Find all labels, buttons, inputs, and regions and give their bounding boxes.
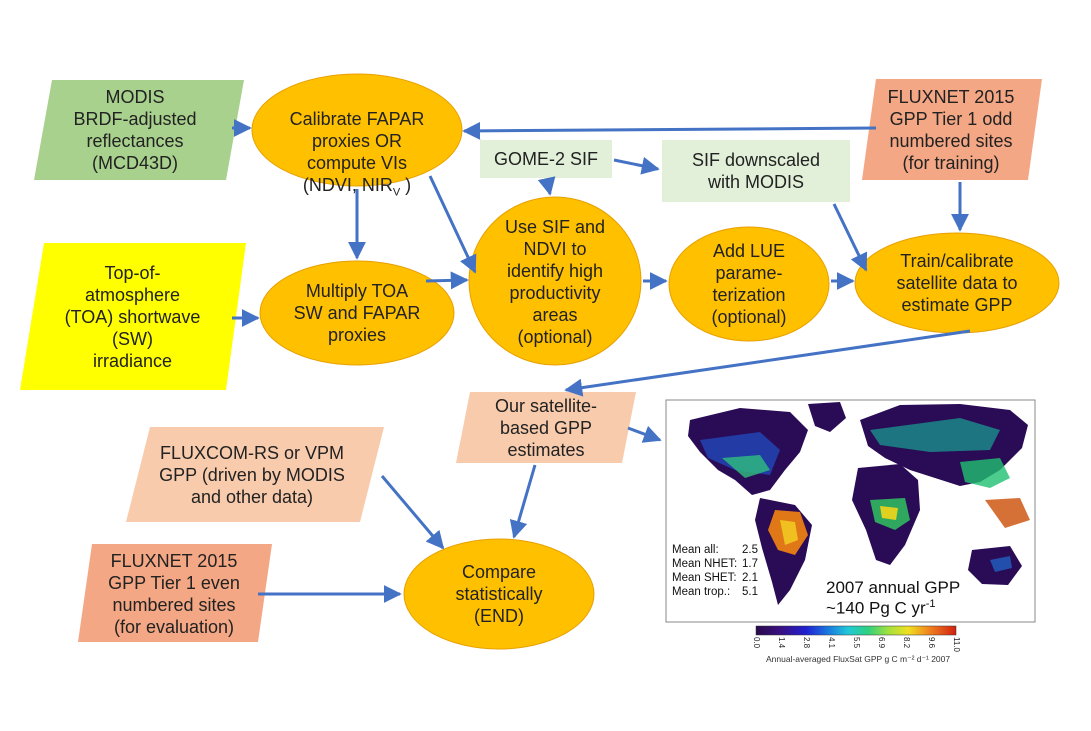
map-caption-line2-text: ~140 Pg C yr: [826, 598, 926, 618]
add-lue-ellipse: [668, 226, 830, 342]
map-stat-nhet-value: 1.7: [742, 558, 758, 570]
fluxnet-even-label: FLUXNET 2015 GPP Tier 1 even numbered si…: [108, 550, 240, 637]
colorbar-tick-label: 4.1: [827, 637, 836, 649]
compare-label: Compare statistically (END): [455, 562, 543, 626]
sif-downscaled-box: [662, 140, 850, 202]
map-stat-shet-value: 2.1: [742, 572, 758, 584]
map-stat-nhet-label: Mean NHET:: [672, 558, 738, 570]
gome2-label: GOME-2 SIF: [493, 149, 598, 169]
arrow-train-to-estimates: [564, 329, 971, 397]
our-estimates-label: Our satellite- based GPP estimates: [494, 395, 598, 460]
colorbar-tick-label: 5.5: [852, 637, 861, 649]
fluxnet-odd-box: [862, 79, 1042, 180]
arrow-fluxcom-to-compare: [380, 475, 445, 550]
calibrate-fapar-end: ): [400, 175, 412, 195]
toa-box: [20, 243, 246, 390]
arrow-gome2-to-usesif: [537, 176, 556, 196]
calibrate-fapar-ellipse: [251, 73, 463, 187]
colorbar-tick-label: 0.0: [752, 637, 761, 649]
colorbar-tick-label: 11.0: [952, 637, 961, 652]
colorbar-tick-label: 8.2: [902, 637, 911, 649]
gpp-map: [665, 399, 1036, 636]
use-sif-label: Use SIF and NDVI to identify high produc…: [504, 217, 606, 347]
calibrate-fapar-text: Calibrate FAPAR proxies OR compute VIs (…: [289, 109, 425, 195]
fluxcom-label: FLUXCOM-RS or VPM GPP (driven by MODIS a…: [159, 443, 345, 507]
map-stat-shet-label: Mean SHET:: [672, 572, 737, 584]
compare-ellipse: [403, 538, 595, 650]
colorbar-tick-label: 9.6: [927, 637, 936, 649]
gome2-box: [480, 140, 612, 178]
map-caption-line2-sup: -1: [925, 598, 936, 610]
fluxcom-box: [126, 427, 384, 522]
colorbar-title: Annual-averaged FluxSat GPP g C m⁻² d⁻¹ …: [766, 654, 951, 664]
arrow-fluxnet-to-calibrate: [462, 121, 877, 140]
arrow-multiply-to-usesif: [425, 271, 469, 290]
our-estimates-box: [456, 392, 636, 463]
map-stat-mean-all-label: Mean all:: [672, 544, 719, 556]
map-stat-trop-label: Mean trop.:: [672, 586, 731, 598]
arrow-estimates-to-map: [627, 425, 662, 443]
add-lue-label: Add LUE parame- terization (optional): [711, 241, 787, 327]
toa-label: Top-of- atmosphere (TOA) shortwave (SW) …: [64, 263, 201, 371]
colorbar-tick-label: 1.4: [777, 637, 786, 649]
arrow-gome2-to-sif-downscaled: [613, 156, 660, 175]
fluxnet-even-box: [78, 544, 272, 642]
colorbar-tick-label: 2.8: [802, 637, 811, 649]
modis-box: [34, 80, 244, 180]
map-stat-mean-all-value: 2.5: [742, 544, 758, 556]
modis-label: MODIS BRDF-adjusted reflectances (MCD43D…: [73, 87, 197, 173]
train-label: Train/calibrate satellite data to estima…: [896, 251, 1018, 315]
arrow-estimates-to-compare: [509, 464, 537, 539]
sif-downscaled-label: SIF downscaled with MODIS: [691, 150, 821, 192]
multiply-ellipse: [259, 260, 455, 366]
arrow-calibrate-to-usesif: [428, 175, 477, 274]
fluxnet-odd-label: FLUXNET 2015 GPP Tier 1 odd numbered sit…: [887, 87, 1015, 173]
arrow-sif-downscaled-to-train: [832, 203, 868, 272]
map-caption-line1: 2007 annual GPP: [826, 578, 961, 597]
map-stat-trop-value: 5.1: [742, 586, 758, 598]
multiply-label: Multiply TOA SW and FAPAR proxies: [293, 281, 421, 345]
colorbar-tick-label: 6.9: [877, 637, 886, 649]
use-sif-ellipse: [468, 196, 642, 366]
colorbar: [755, 625, 957, 636]
calibrate-fapar-label: Calibrate FAPAR proxies OR compute VIs (…: [262, 82, 452, 199]
map-caption-line2: ~140 Pg C yr-1: [826, 598, 935, 619]
calibrate-fapar-sub: V: [392, 186, 401, 199]
